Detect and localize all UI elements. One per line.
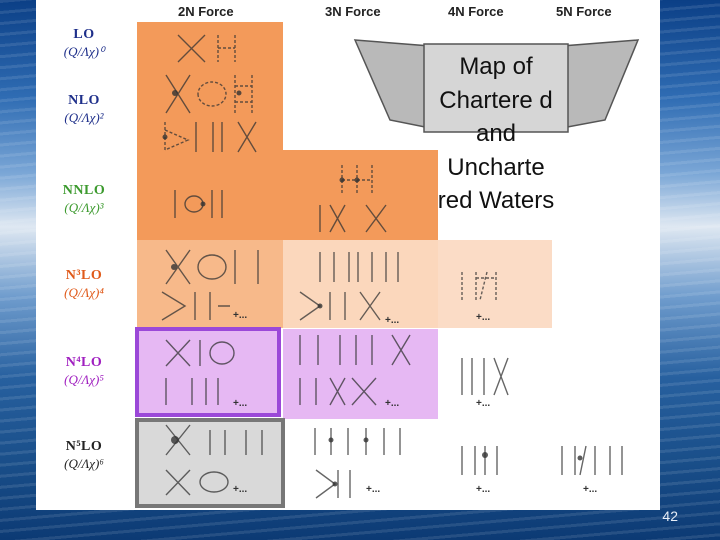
row-name: N⁵LO — [65, 439, 103, 454]
plus-more: +... — [385, 398, 399, 409]
plus-more: +... — [476, 312, 490, 323]
plus-more: +... — [583, 484, 597, 495]
col-header-5n: 5N Force — [556, 4, 612, 19]
block-3n-n4lo — [283, 329, 438, 419]
row-power: (Q/Λχ)³ — [64, 200, 104, 215]
row-name: LO — [73, 27, 95, 42]
row-name: N³LO — [65, 268, 103, 283]
block-2n-n4lo — [135, 327, 281, 417]
plus-more: +... — [233, 310, 247, 321]
col-header-4n: 4N Force — [448, 4, 504, 19]
col-header-2n: 2N Force — [178, 4, 234, 19]
row-label-nlo: NLO (Q/Λχ)² — [40, 93, 128, 126]
row-power: (Q/Λχ)⁴ — [64, 285, 104, 300]
row-power: (Q/Λχ)⁵ — [64, 372, 104, 387]
plus-more: +... — [476, 398, 490, 409]
row-label-n4lo: N⁴LO (Q/Λχ)⁵ — [40, 355, 128, 388]
callout-text: Map of Chartere d and Uncharte red Water… — [437, 53, 555, 214]
row-power: (Q/Λχ)⁰ — [63, 44, 105, 59]
block-3n-nnlo — [283, 150, 438, 240]
plus-more: +... — [476, 484, 490, 495]
plus-more: +... — [385, 315, 399, 326]
row-name: N⁴LO — [65, 355, 103, 370]
row-power: (Q/Λχ)⁶ — [64, 456, 104, 471]
row-name: NLO — [68, 93, 100, 108]
row-label-n5lo: N⁵LO (Q/Λχ)⁶ — [40, 439, 128, 472]
page-number: 42 — [662, 508, 678, 524]
banner-ribbon — [353, 39, 640, 133]
row-label-nnlo: NNLO (Q/Λχ)³ — [40, 183, 128, 216]
plus-more: +... — [233, 484, 247, 495]
row-name: NNLO — [62, 183, 106, 198]
plus-more: +... — [366, 484, 380, 495]
block-2n-lo-nnlo — [137, 22, 283, 240]
row-label-lo: LO (Q/Λχ)⁰ — [40, 27, 128, 60]
row-power: (Q/Λχ)² — [64, 110, 104, 125]
plus-more: +... — [233, 398, 247, 409]
col-header-3n: 3N Force — [325, 4, 381, 19]
block-4n-n3lo — [438, 240, 552, 328]
row-label-n3lo: N³LO (Q/Λχ)⁴ — [40, 268, 128, 301]
